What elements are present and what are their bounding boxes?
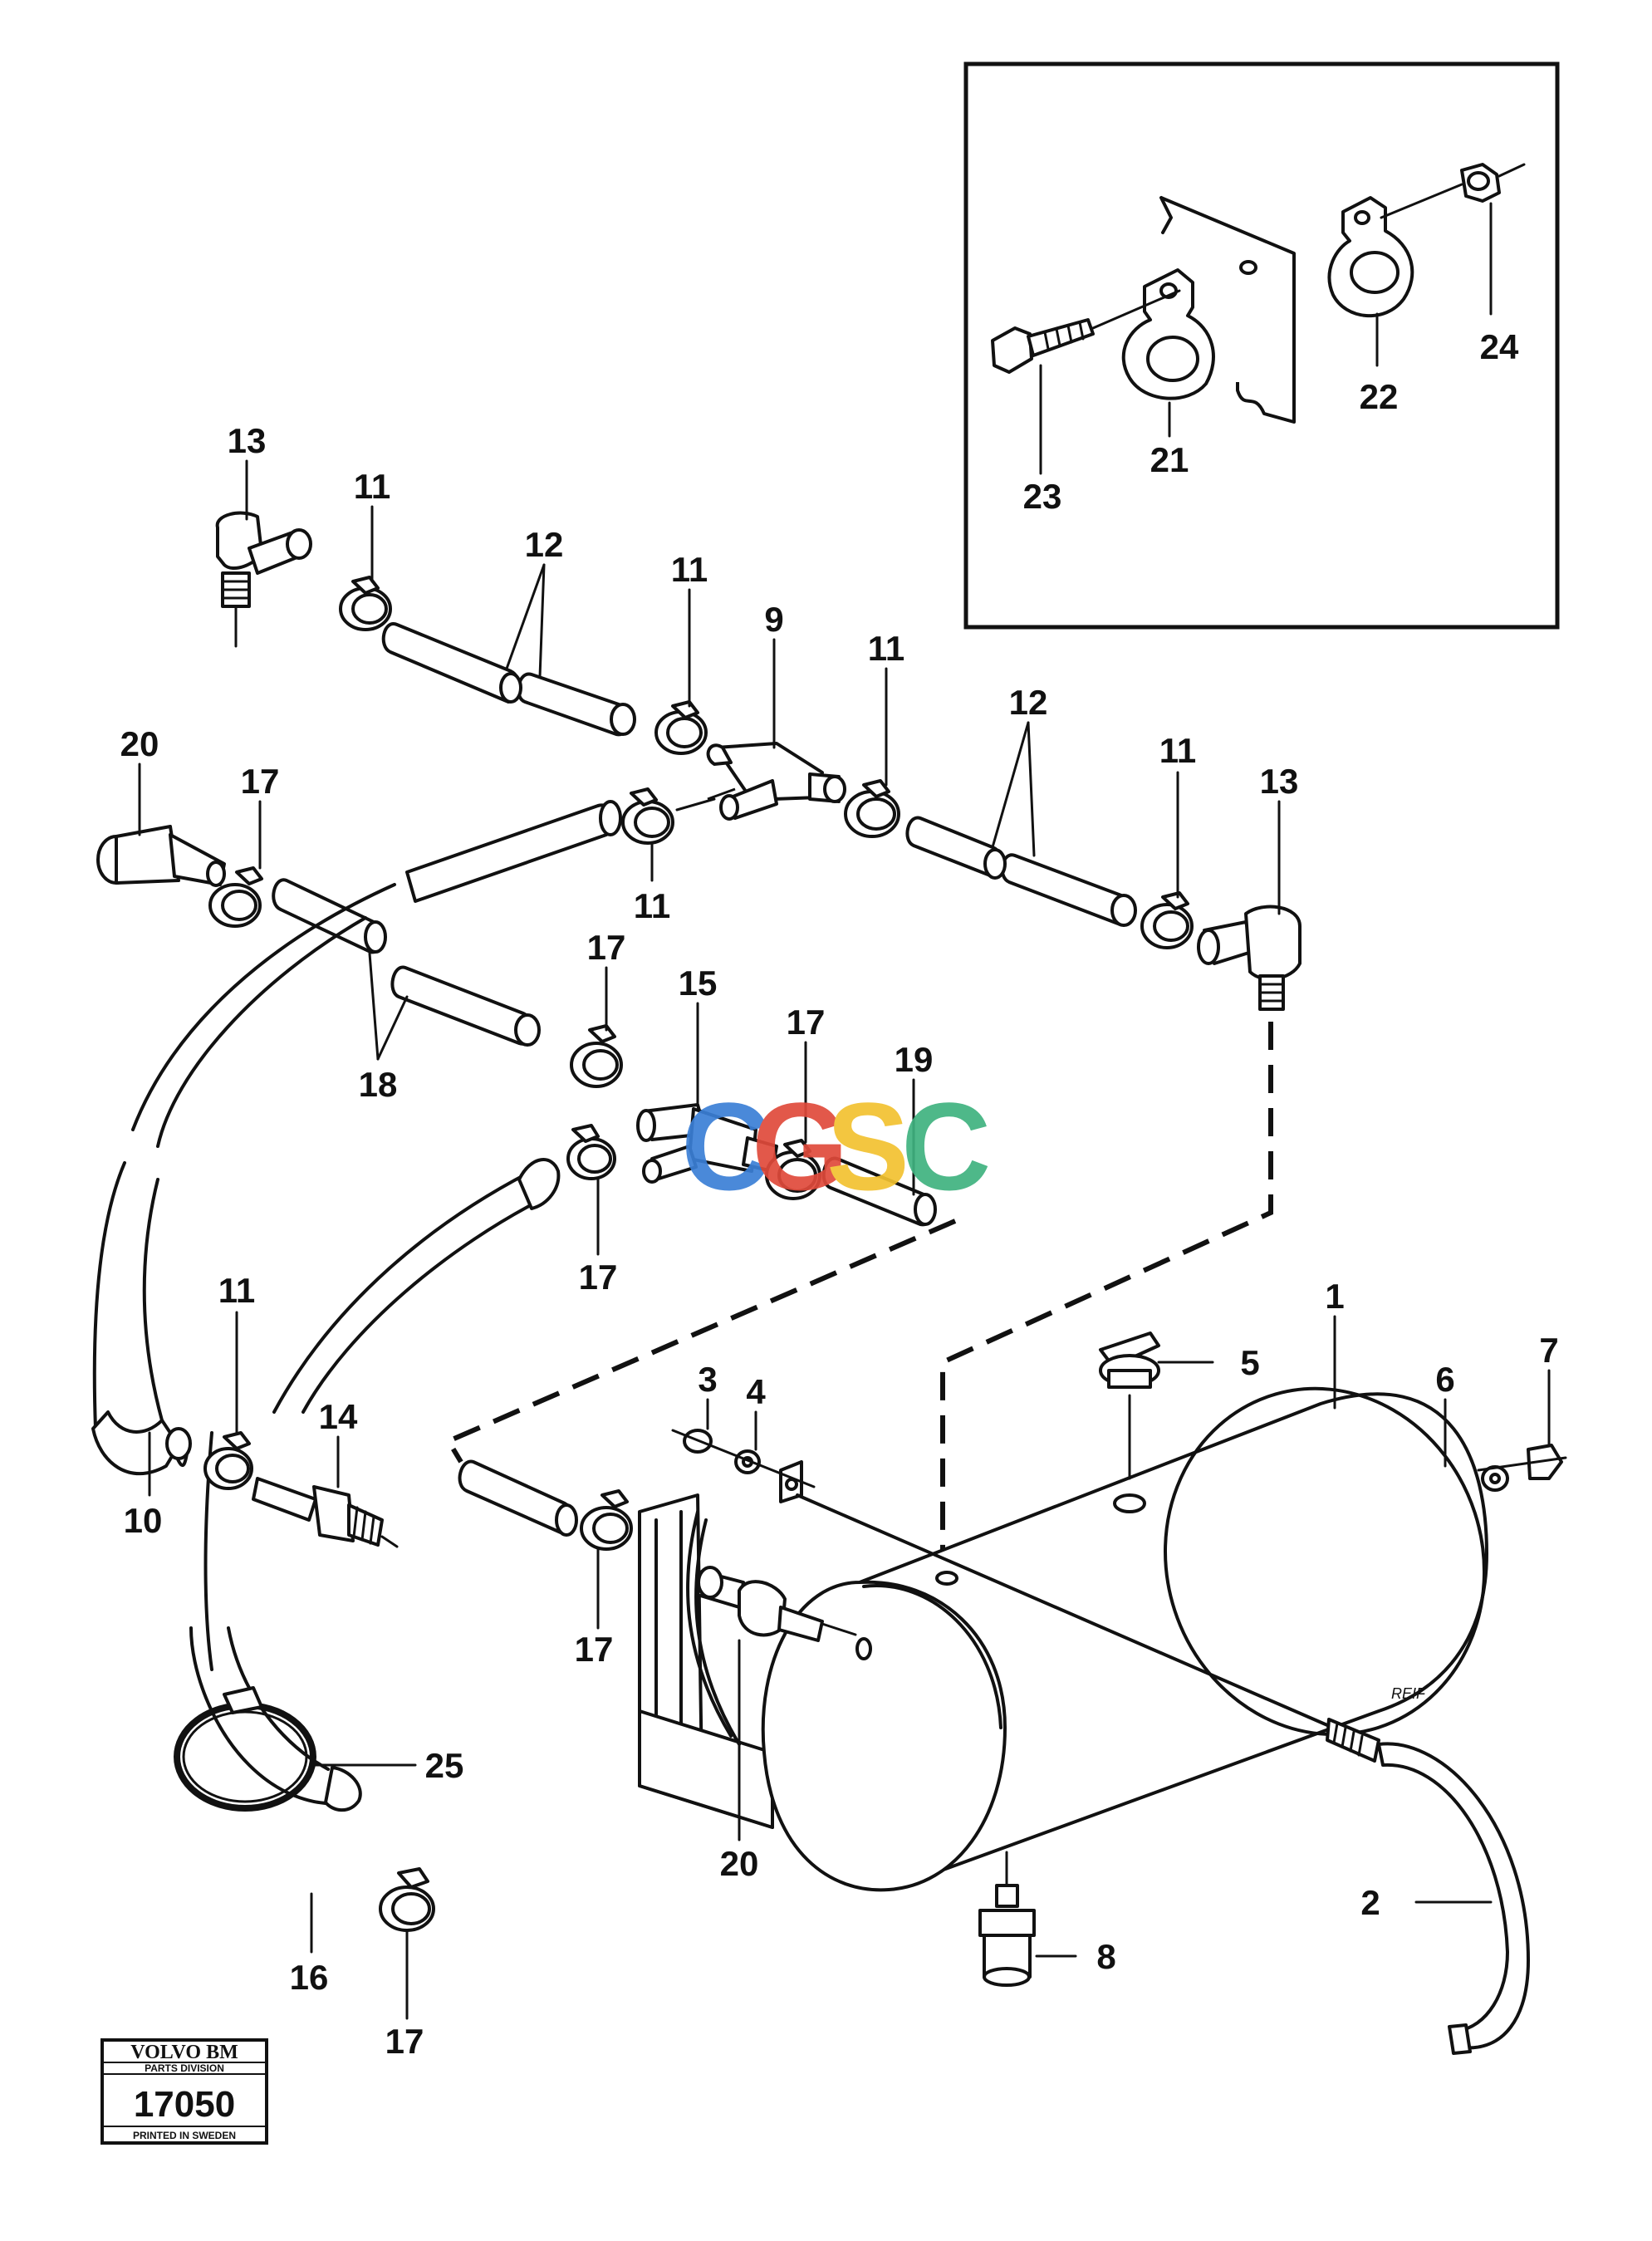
callout-20: 20 [720,1844,759,1883]
callout-12: 12 [1009,683,1048,722]
callout-11: 11 [218,1271,255,1310]
callout-5: 5 [1240,1343,1259,1382]
tee-fitting-9-icon [706,742,846,821]
callout-11: 11 [868,629,904,668]
upper-hose-line [215,511,1302,1011]
hose-clamp-25-icon [174,1686,316,1812]
callout-13: 13 [1260,762,1299,801]
callout-18: 18 [359,1065,398,1104]
elbow-fitting-13b-icon [1197,905,1302,1011]
callout-25: 25 [425,1746,464,1785]
callout-3: 3 [698,1360,717,1399]
watermark-letter-c1: C [681,1076,771,1216]
brand-label: VOLVO BM [130,2042,238,2063]
air-tank-assembly: REIF [458,1331,1567,2055]
long-hoses [91,787,716,1932]
callout-7: 7 [1539,1331,1558,1370]
callout-23: 23 [1023,477,1062,516]
elbow-fitting-13-icon [215,511,312,648]
callout-11: 11 [354,467,390,506]
middle-hose-line [96,825,937,1227]
tee-fitting-15-icon [636,1103,778,1184]
bolt-23-icon [991,289,1181,374]
callout-1: 1 [1325,1277,1344,1316]
callout-11: 11 [634,886,670,925]
dashed-connection [444,787,1273,1553]
clamp-22-icon [1327,196,1414,318]
strap-2-icon [1326,1718,1530,2055]
drain-valve-8-icon [978,1851,1036,1987]
callout-9: 9 [764,600,783,639]
drawing-number: 17050 [134,2084,235,2125]
callout-19: 19 [895,1040,934,1079]
callout-2: 2 [1360,1883,1380,1922]
fill-cap-5-icon [1099,1331,1160,1513]
callout-11: 11 [1159,731,1196,770]
callout-6: 6 [1435,1360,1454,1399]
callout-22: 22 [1360,377,1399,416]
callout-labels: 13 11 12 11 9 11 12 11 13 20 17 11 17 15… [120,327,1559,2061]
callout-4: 4 [746,1372,766,1411]
callout-17: 17 [587,928,626,967]
banjo-fitting-20-icon [96,825,226,887]
printed-label: PRINTED IN SWEDEN [133,2130,236,2141]
callout-21: 21 [1150,440,1189,479]
watermark-logo: C G S C [681,1076,991,1216]
watermark-letter-s: S [826,1076,909,1216]
banjo-fitting-20b-icon [696,1566,857,1642]
callout-16: 16 [290,1958,329,1997]
callout-24: 24 [1480,327,1519,366]
callout-13: 13 [228,421,267,460]
callout-11: 11 [671,550,708,589]
leader-lines [138,459,1551,2020]
callout-15: 15 [679,964,718,1003]
clamp-21-icon [1121,268,1215,400]
tank-marking: REIF [1391,1685,1426,1702]
nipple-fitting-14-icon [252,1477,399,1548]
callout-8: 8 [1096,1937,1115,1976]
callout-10: 10 [124,1501,163,1540]
inset-panel [963,61,1560,630]
callout-17: 17 [575,1630,614,1669]
watermark-letter-c2: C [901,1076,991,1216]
title-block: VOLVO BM PARTS DIVISION 17050 PRINTED IN… [100,2038,268,2145]
nut-24-icon [1380,163,1526,219]
callout-17: 17 [241,762,280,801]
callout-17: 17 [579,1258,618,1297]
watermark-letter-g: G [752,1076,849,1216]
callout-17: 17 [385,2022,424,2061]
callout-14: 14 [319,1397,358,1436]
callout-17: 17 [787,1003,826,1042]
callout-20: 20 [120,724,159,763]
division-label: PARTS DIVISION [145,2062,224,2074]
callout-12: 12 [525,525,564,564]
